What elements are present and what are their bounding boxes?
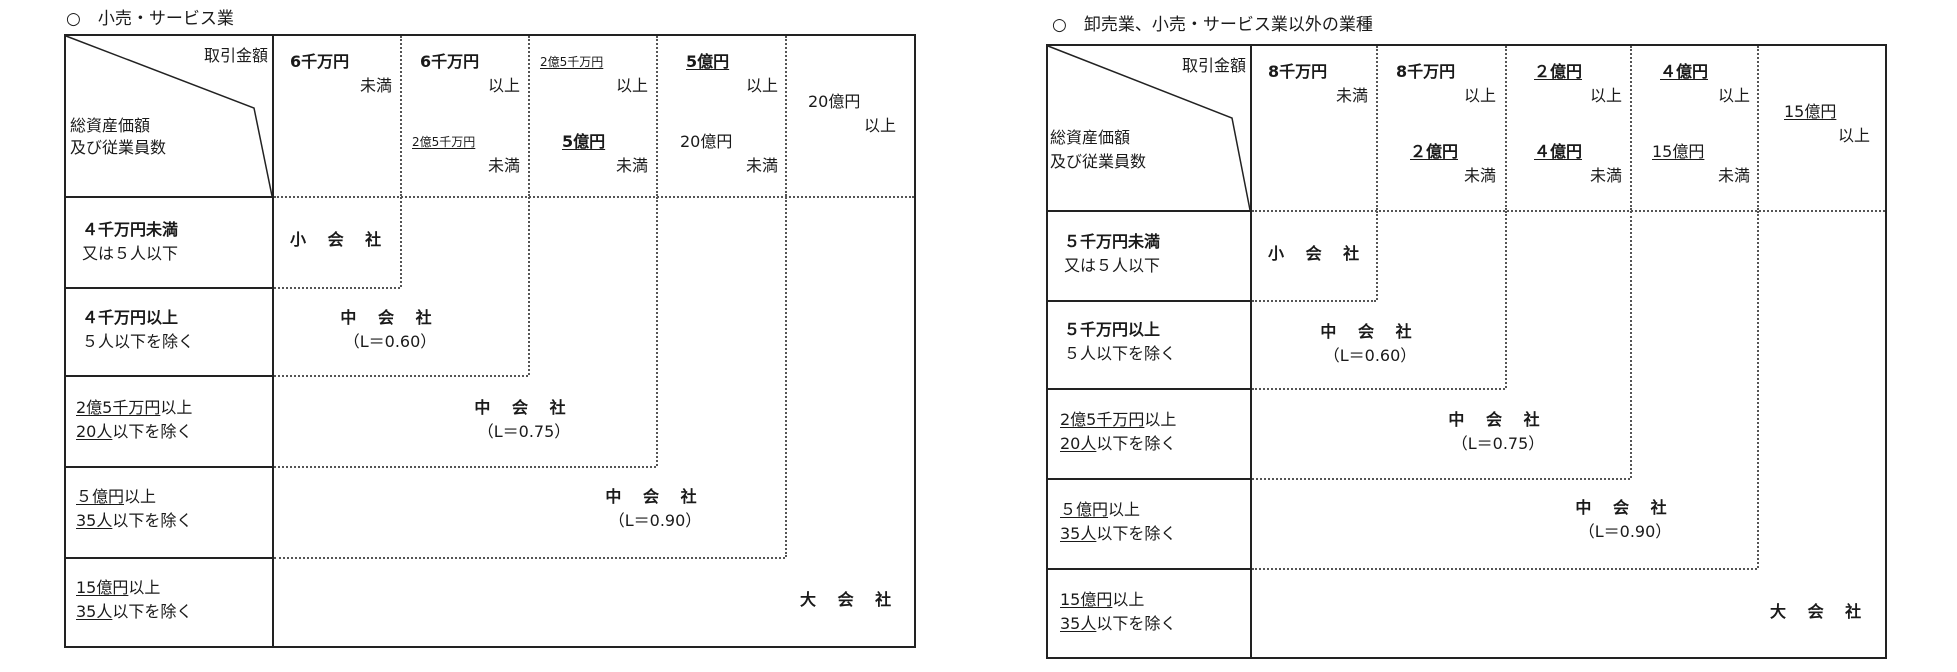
right-corner-employees-label: 及び従業員数 (1050, 152, 1147, 171)
right-region-large: 大 会 社 (1770, 602, 1870, 621)
right-region-small: 小 会 社 (1268, 244, 1368, 263)
left-corner-diagonal (65, 35, 273, 197)
left-corner-assets-label: 総資産価額 (70, 116, 151, 135)
left-region-large: 大 会 社 (800, 590, 900, 609)
right-table (1046, 44, 1887, 659)
right-corner-divider (1250, 44, 1252, 659)
left-section-title: ○ 小売・サービス業 (66, 9, 234, 29)
left-region-small: 小 会 社 (290, 230, 390, 249)
right-corner-assets-label: 総資産価額 (1050, 128, 1131, 147)
right-section-title: ○ 卸売業、小売・サービス業以外の業種 (1052, 15, 1373, 35)
left-header-divider (64, 196, 274, 198)
right-corner-diagonal (1047, 45, 1251, 211)
left-table (64, 34, 916, 648)
right-header-divider (1046, 210, 1252, 212)
left-corner-amount-label: 取引金額 (203, 46, 268, 65)
left-corner-employees-label: 及び従業員数 (70, 138, 167, 157)
right-corner-amount-label: 取引金額 (1181, 56, 1246, 75)
left-corner-divider (272, 34, 274, 648)
